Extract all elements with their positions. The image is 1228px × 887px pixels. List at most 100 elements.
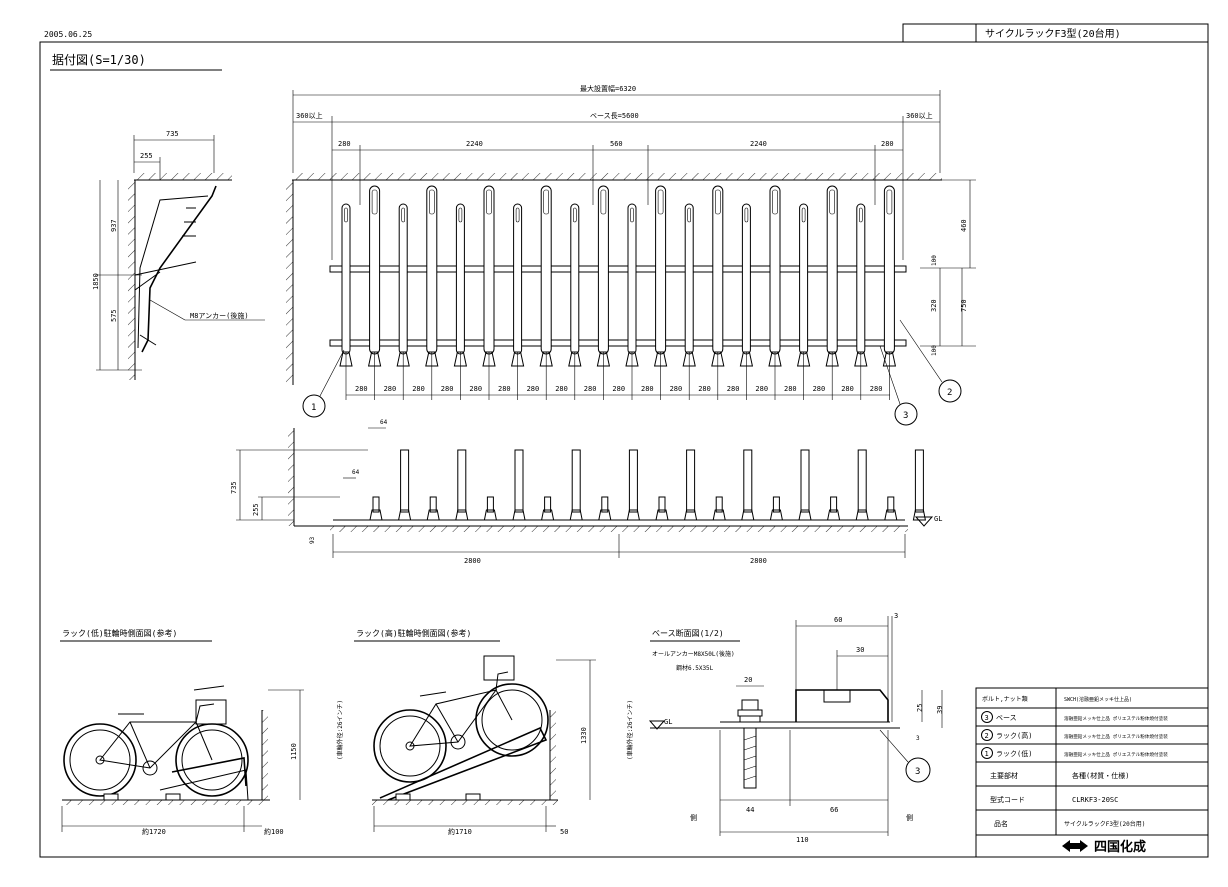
elev-dim-64-low: 64 <box>352 469 360 476</box>
rack-high <box>539 185 553 400</box>
front-dim-seg-5: 280 <box>881 140 894 148</box>
elev-post-low <box>369 496 383 521</box>
base-dim-3-top: 3 <box>894 612 898 620</box>
pitch-dim-label: 280 <box>527 385 540 393</box>
base-dim-20: 20 <box>744 676 752 684</box>
pitch-dim-label: 280 <box>384 385 397 393</box>
elevation-view: GL 735 255 93 64 64 2800 2800 <box>230 419 942 565</box>
base-side-left: 側 <box>690 813 697 822</box>
rack-high <box>711 185 725 400</box>
rack-high <box>768 185 782 400</box>
parking-high-note: (車輪外径:26インチ) <box>626 700 634 760</box>
pitch-dim-label: 280 <box>784 385 797 393</box>
rack-low <box>854 203 868 400</box>
elev-post-high <box>855 449 869 521</box>
sheet-border <box>39 41 1209 858</box>
parking-low-title: ラック(低)駐輪時側面図(参考) <box>62 628 177 638</box>
rack-high <box>367 185 382 400</box>
tb-row-0-label: ボルト,ナット類 <box>982 695 1028 703</box>
base-detail-title: ベース断面図(1/2) <box>652 628 724 638</box>
rack-low <box>682 203 696 400</box>
front-dim-overall: 最大設置幅=6320 <box>580 84 636 93</box>
front-dim-seg-2: 2240 <box>466 140 483 148</box>
tb-row-2-value: 溶融亜鉛メッキ仕上品 ポリエステル粉体焼付塗装 <box>1064 733 1168 740</box>
elev-post-high <box>626 449 641 521</box>
parking-low-clear: 約100 <box>264 827 284 836</box>
base-callout-3: 3 <box>915 767 920 777</box>
elev-post-high <box>455 449 469 521</box>
tb-row-4-label: 主要部材 <box>990 771 1018 780</box>
base-dim-66: 66 <box>830 806 838 814</box>
elev-gl: GL <box>934 515 942 523</box>
front-pitch-dims: 280 280 280 280 280 280 280 280 280 280 280 280 280 2… <box>355 385 882 393</box>
elev-dim-2800-right: 2800 <box>750 557 767 565</box>
base-dim-60: 60 <box>834 616 842 624</box>
elev-post-high <box>512 449 526 521</box>
pitch-dim-label: 280 <box>670 385 683 393</box>
parking-low-length: 約1720 <box>142 827 166 836</box>
pitch-dim-label: 280 <box>412 385 425 393</box>
pitch-dim-label: 280 <box>555 385 568 393</box>
pitch-dim-label: 280 <box>841 385 854 393</box>
front-dim-seg-4: 2240 <box>750 140 767 148</box>
rack-low <box>739 203 754 400</box>
front-dim-750: 750 <box>960 299 968 312</box>
elevation-posts <box>369 449 927 521</box>
tb-row-4-value: 各種(材質・仕様) <box>1072 771 1129 780</box>
pitch-dim-label: 280 <box>498 385 511 393</box>
elev-post-low <box>826 496 841 521</box>
parking-high-view: ラック(高)駐輪時側面図(参考) 1330 (車輪外径:26インチ) 約1710… <box>354 628 634 836</box>
side-dim-575: 575 <box>110 309 118 322</box>
rack-high <box>825 185 839 400</box>
base-dim-30: 30 <box>856 646 864 654</box>
side-wall-hatch <box>128 180 135 380</box>
pitch-dim-label: 280 <box>641 385 654 393</box>
tb-row-1-label: ベース <box>996 714 1017 722</box>
side-view: 735 255 1850 937 575 M8アンカー(後施) <box>92 130 265 380</box>
rack-low <box>625 203 639 400</box>
elev-dim-2800-left: 2800 <box>464 557 481 565</box>
tb-row-6-label: 品名 <box>994 819 1008 828</box>
elev-post-low <box>655 496 669 521</box>
pitch-dim-label: 280 <box>355 385 368 393</box>
parking-high-height: 1330 <box>580 727 588 744</box>
elev-floor-hatch <box>330 526 908 532</box>
elev-post-high <box>397 449 412 521</box>
elev-post-low <box>769 496 784 521</box>
rack-high <box>596 185 611 400</box>
front-dim-right-clear: 360以上 <box>906 111 933 120</box>
parking-low-note: (車輪外径:26インチ) <box>336 700 344 760</box>
pitch-dim-label: 280 <box>813 385 826 393</box>
parking-high-length: 約1710 <box>448 827 472 836</box>
front-dim-100b: 100 <box>931 345 938 356</box>
pitch-dim-label: 280 <box>441 385 454 393</box>
elev-post-low <box>540 496 555 521</box>
rack-low <box>568 203 582 400</box>
front-dim-left-clear: 360以上 <box>296 111 323 120</box>
company-logo-icon <box>1062 840 1088 852</box>
tb-row-0-value: SWCH(溶融亜鉛メッキ仕上品) <box>1064 696 1132 703</box>
elev-post-low <box>884 496 898 521</box>
tb-row-3-no: 1 <box>985 750 989 758</box>
header-title-box <box>975 23 1209 43</box>
elev-post-low <box>483 496 498 521</box>
tb-row-6-value: サイクルラックF3型(20台用) <box>1064 820 1145 828</box>
elev-dim-93: 93 <box>309 536 316 544</box>
title-block: ボルト,ナット類 SWCH(溶融亜鉛メッキ仕上品) 3 ベース 溶融亜鉛メッキ仕… <box>975 687 1209 858</box>
tb-row-2-label: ラック(高) <box>996 731 1032 740</box>
company-name: 四国化成 <box>1094 839 1146 855</box>
pitch-dim-label: 280 <box>612 385 625 393</box>
rack-low <box>510 203 525 400</box>
rack-low <box>339 203 353 400</box>
tb-row-5-value: CLRKF3-20SC <box>1072 796 1118 804</box>
base-detail-spec: 鋼材6.5X35L <box>676 664 714 672</box>
elev-dim-255: 255 <box>252 503 260 516</box>
side-dim-735: 735 <box>166 130 179 138</box>
pitch-dim-label: 280 <box>584 385 597 393</box>
front-callout-1: 1 <box>311 403 316 413</box>
side-dim-937: 937 <box>110 219 118 232</box>
rack-low <box>796 203 811 400</box>
elev-post-high <box>798 449 812 521</box>
side-ceiling-hatch <box>134 173 232 180</box>
pitch-dim-label: 280 <box>469 385 482 393</box>
